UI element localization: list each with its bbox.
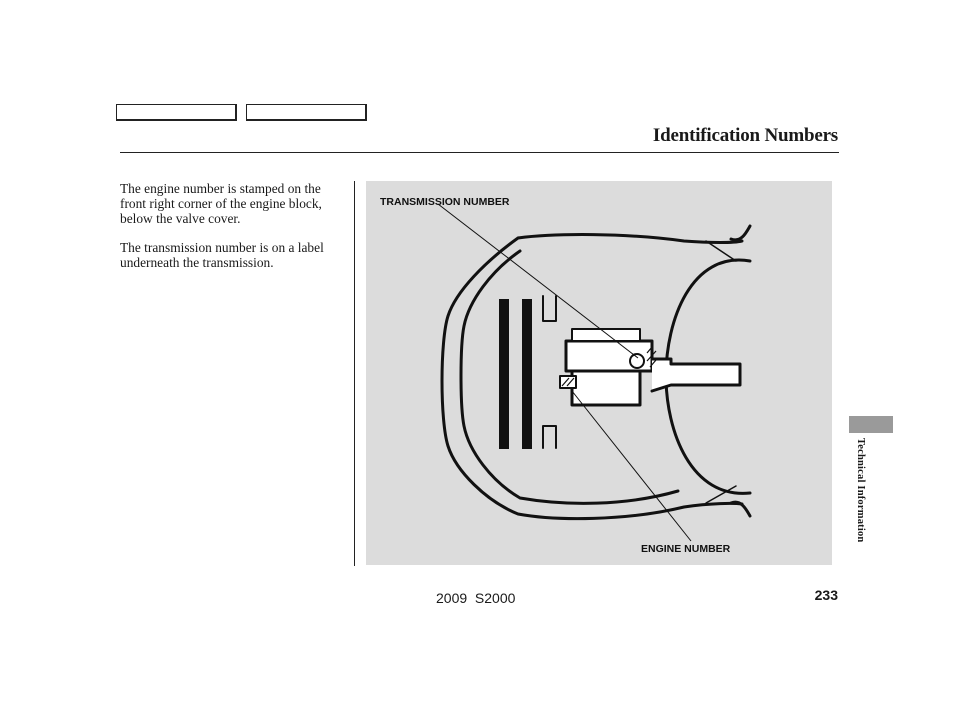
page-number: 233 — [814, 587, 838, 603]
nav-button-next[interactable] — [246, 104, 367, 121]
identification-diagram: TRANSMISSION NUMBER ENGINE NUMBER — [366, 181, 832, 565]
engine-number-callout: ENGINE NUMBER — [641, 543, 731, 555]
vehicle-underside-illustration — [437, 203, 752, 542]
footer-model: 2009 S2000 — [436, 590, 516, 606]
column-divider — [354, 181, 355, 566]
engine-number-paragraph: The engine number is stamped on the fron… — [120, 181, 322, 226]
transmission-number-paragraph: The transmission number is on a label un… — [120, 240, 324, 270]
section-label: Technical Information — [855, 438, 866, 543]
section-tab[interactable] — [849, 416, 893, 433]
title-divider — [120, 152, 839, 153]
nav-button-previous[interactable] — [116, 104, 237, 121]
page-title: Identification Numbers — [652, 125, 838, 146]
transmission-number-callout: TRANSMISSION NUMBER — [380, 196, 510, 208]
